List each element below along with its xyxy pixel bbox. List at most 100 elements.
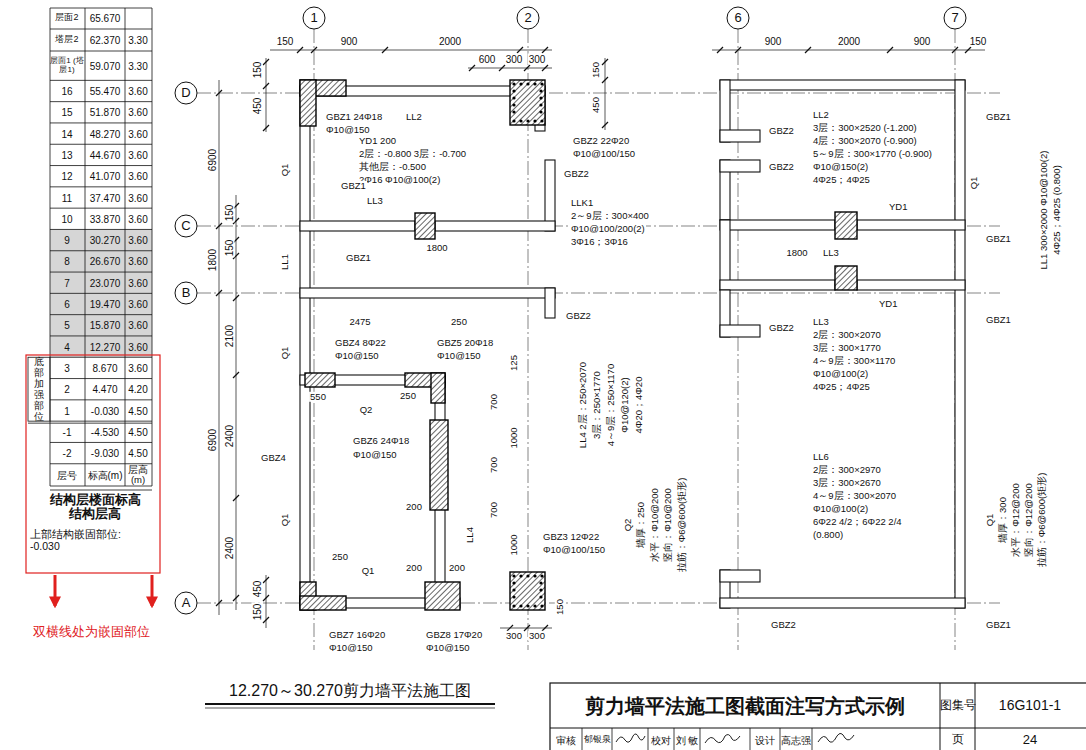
note-text: 上部结构嵌固部位: -0.030 [30, 529, 130, 552]
title-block-rule [700, 728, 701, 750]
member-label: GBZ4 [260, 453, 287, 463]
table-cell: 3.60 [128, 320, 147, 331]
member-label: Φ10@100/150 [572, 149, 636, 159]
axis-number: B [182, 286, 191, 300]
table-rule [50, 250, 152, 251]
axis-bubble [175, 215, 197, 237]
member-label: 4Φ25；4Φ25 [812, 382, 871, 392]
member-label: LL2 [405, 112, 423, 122]
dimension-text: 900 [913, 36, 932, 47]
rebar-dot [540, 82, 543, 85]
dimension-line [236, 195, 237, 610]
column-section [835, 212, 857, 239]
shaded-rows [50, 229, 152, 357]
axis-number: 1 [310, 11, 317, 25]
table-rule [125, 8, 126, 486]
axis-line [738, 29, 739, 650]
table-cell: 16 [61, 86, 72, 97]
member-label: 3层：250×1770 [592, 370, 602, 440]
dimension-text: 900 [764, 36, 783, 47]
table-rule [50, 186, 152, 187]
member-label: Φ10@120(2) [620, 376, 630, 433]
member-label: 拉筋：Φ6@600(矩形) [677, 477, 687, 574]
table-cell: 19.470 [90, 299, 121, 310]
table-rule [50, 335, 152, 336]
member-label: Φ10@150 [328, 643, 374, 653]
dim-tick [469, 65, 475, 71]
table-rule [50, 272, 152, 273]
dim-tick [233, 372, 239, 378]
rebar-dot [519, 119, 522, 122]
rebar-dot [539, 103, 542, 106]
member-label: Φ10@100/150 [542, 545, 606, 555]
title-block-rule [812, 728, 813, 750]
member-label: 墙厚：250 [636, 501, 646, 549]
dimension-text: 450 [591, 96, 601, 114]
table-cell: 12 [61, 171, 72, 182]
member-label: 250 [399, 391, 417, 401]
table-cell: 12.270 [90, 341, 121, 352]
wall [955, 80, 965, 608]
member-label: 2层：300×2970 [812, 465, 882, 475]
rebar-dot [512, 581, 515, 584]
dimension-text: 150 [224, 239, 235, 258]
member-label: 200 [448, 563, 466, 573]
rebar-dot [526, 119, 529, 122]
member-label: GBZ4 8Φ22 [334, 338, 387, 348]
member-label: 2～9层：300×400 [570, 211, 650, 221]
table-rule [50, 486, 152, 487]
table-cell: 2 [64, 384, 70, 395]
member-label: 2Φ16 Φ10@100(2) [358, 175, 441, 185]
member-label: 300 [528, 631, 546, 641]
table-cell: 3.60 [128, 86, 147, 97]
table-cell: 3.60 [128, 362, 147, 373]
table-cell: 14 [61, 128, 72, 139]
rebar-dot [533, 604, 536, 607]
member-label: GBZ2 [768, 162, 795, 172]
member-label: Φ10@150 [325, 125, 371, 135]
table-cell: 3.60 [128, 235, 147, 246]
member-label: LL3 [822, 248, 840, 258]
member-label: 水平：Φ12@200 [1011, 482, 1021, 558]
rebar-dot [519, 604, 522, 607]
wall [720, 130, 760, 142]
dimension-text: 1800 [207, 248, 218, 272]
member-label: Q1 [280, 513, 290, 528]
member-label: 125 [509, 354, 519, 372]
title-block [550, 683, 1086, 750]
column-section [431, 373, 445, 403]
table-cell: 1 [64, 405, 70, 416]
rebar-dot [512, 89, 515, 92]
member-label: 其他层：-0.500 [358, 162, 427, 172]
axis-bubble [175, 592, 197, 614]
dim-tick [216, 290, 222, 296]
dim-tick [263, 577, 269, 583]
column-section [305, 373, 335, 387]
dim-tick [263, 125, 269, 131]
table-cell: 7 [64, 277, 70, 288]
axis-number: D [181, 86, 190, 100]
member-label: LL1 300×2000 Φ10@100(2) [1039, 150, 1049, 271]
dim-tick [233, 495, 239, 501]
dimension-text: 150 [224, 204, 235, 223]
member-label: 700 [489, 456, 499, 474]
member-label: LL3 [366, 196, 384, 206]
table-rule [50, 29, 152, 30]
table-cell: 层高(m) [125, 465, 151, 486]
table-cell: 15.870 [90, 320, 121, 331]
axis-bubble [944, 7, 966, 29]
table-cell: 26.670 [90, 256, 121, 267]
table-cell: -2 [63, 448, 72, 459]
table-rule [50, 165, 152, 166]
dim-tick [717, 47, 723, 53]
member-label: Φ10@150 [436, 351, 482, 361]
member-label: Φ10@100(2) [812, 504, 869, 514]
wall [720, 160, 760, 172]
member-label: LLK1 [570, 198, 594, 208]
table-cell: -4.530 [91, 426, 119, 437]
member-label: LL4 [465, 526, 475, 544]
table-cell: 41.070 [90, 171, 121, 182]
member-label: GBZ2 [768, 323, 795, 333]
title-block-text: 郁银泉 [584, 735, 611, 745]
table-cell: 9 [64, 235, 70, 246]
